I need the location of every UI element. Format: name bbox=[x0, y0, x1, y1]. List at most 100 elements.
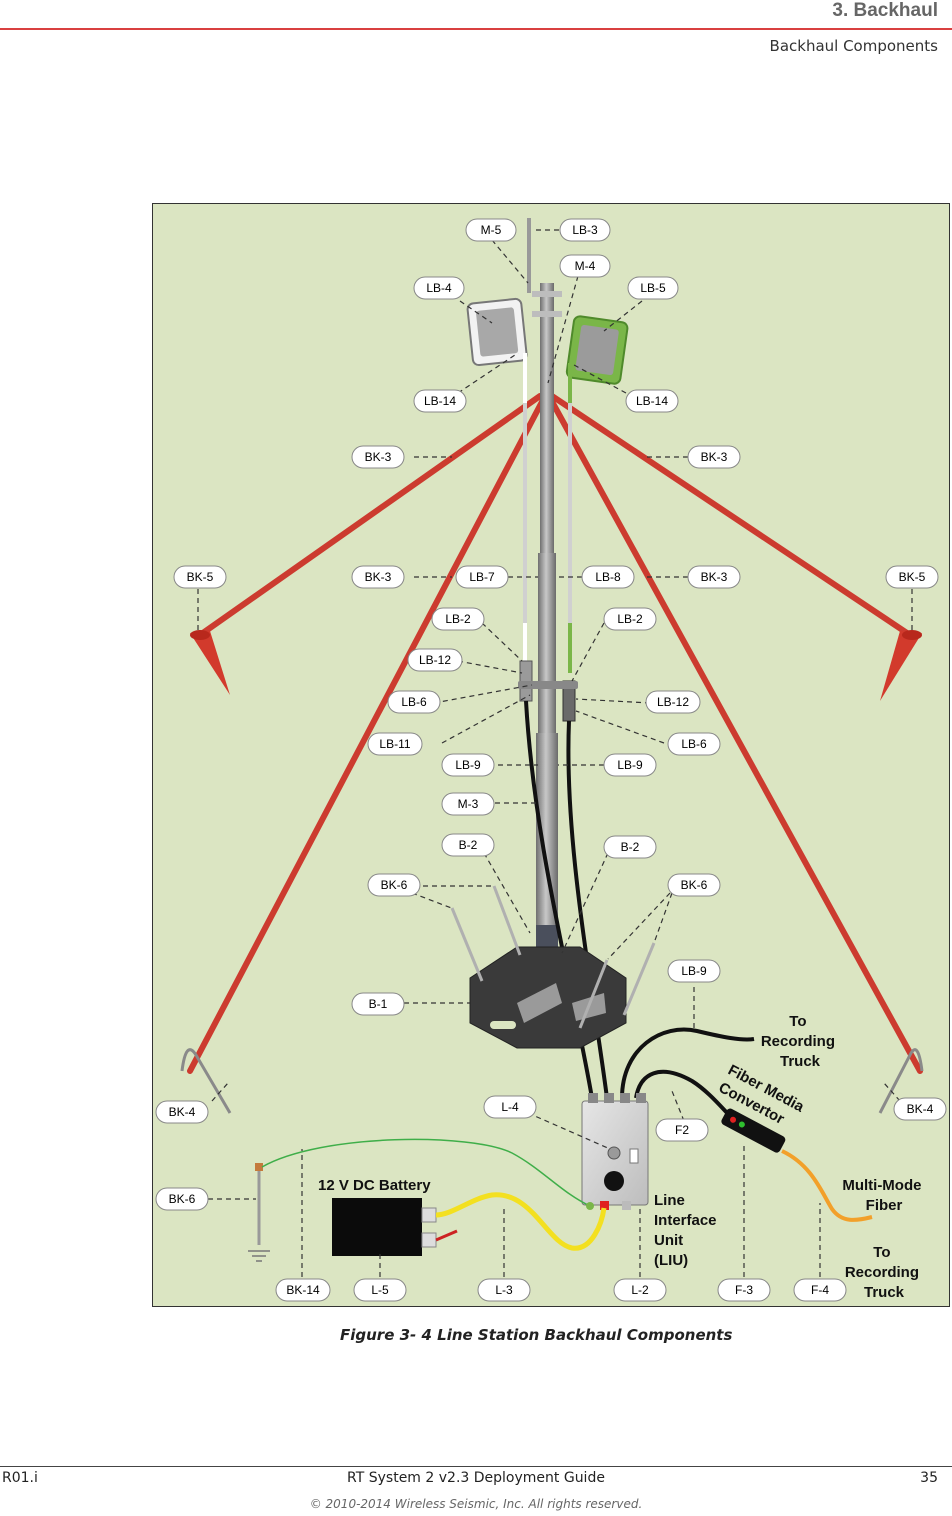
svg-text:L-3: L-3 bbox=[495, 1283, 513, 1297]
stake-right bbox=[880, 630, 922, 701]
callout-b2-right: B-2 bbox=[603, 835, 657, 859]
header-rule bbox=[0, 28, 952, 30]
svg-text:LB-14: LB-14 bbox=[424, 394, 456, 408]
callout-f3: F-3 bbox=[717, 1278, 771, 1302]
callout-lb5: LB-5 bbox=[627, 276, 679, 300]
svg-text:BK-4: BK-4 bbox=[907, 1102, 934, 1116]
multimode-fiber-cable bbox=[781, 1149, 873, 1222]
svg-text:BK-14: BK-14 bbox=[286, 1283, 320, 1297]
cable-to-convertor bbox=[634, 1070, 734, 1120]
svg-text:LB-6: LB-6 bbox=[401, 695, 427, 709]
svg-text:LB-2: LB-2 bbox=[617, 612, 643, 626]
callout-bk6-bottom: BK-6 bbox=[155, 1187, 209, 1211]
callout-bk3-mid-right: BK-3 bbox=[687, 565, 741, 589]
leader-lines bbox=[197, 229, 913, 1277]
callout-lb2-left: LB-2 bbox=[431, 607, 485, 631]
svg-text:BK-3: BK-3 bbox=[365, 570, 392, 584]
svg-text:BK-3: BK-3 bbox=[701, 570, 728, 584]
cable-to-truck bbox=[620, 1027, 755, 1099]
callout-lb6-left: LB-6 bbox=[387, 690, 441, 714]
callout-bk3-mid-left: BK-3 bbox=[351, 565, 405, 589]
svg-text:B-2: B-2 bbox=[621, 840, 640, 854]
stake-left bbox=[190, 630, 230, 695]
svg-text:BK-6: BK-6 bbox=[169, 1192, 196, 1206]
svg-text:BK-5: BK-5 bbox=[187, 570, 214, 584]
backhaul-diagram: M-5 LB-3 M-4 LB-4 LB-5 LB-14 LB-14 BK-3 … bbox=[152, 203, 950, 1307]
svg-text:LB-8: LB-8 bbox=[595, 570, 621, 584]
battery bbox=[332, 1198, 437, 1256]
figure-caption: Figure 3- 4 Line Station Backhaul Compon… bbox=[340, 1326, 733, 1344]
yellow-cable bbox=[435, 1192, 607, 1251]
guy-wire-lower-left bbox=[187, 395, 547, 1074]
callout-bk14: BK-14 bbox=[275, 1278, 331, 1302]
svg-text:BK-3: BK-3 bbox=[701, 450, 728, 464]
svg-text:B-2: B-2 bbox=[459, 838, 478, 852]
svg-text:LB-12: LB-12 bbox=[657, 695, 689, 709]
cable-black-left bbox=[524, 700, 594, 1099]
callout-lb8: LB-8 bbox=[581, 565, 635, 589]
callout-lb6-right: LB-6 bbox=[667, 732, 721, 756]
callouts: M-5 LB-3 M-4 LB-4 LB-5 LB-14 LB-14 BK-3 … bbox=[155, 218, 947, 1302]
callout-lb9-left: LB-9 bbox=[441, 753, 495, 777]
red-cable bbox=[435, 1229, 458, 1242]
svg-text:F-4: F-4 bbox=[811, 1283, 829, 1297]
callout-lb3: LB-3 bbox=[559, 218, 611, 242]
guy-wire-upper-right bbox=[549, 393, 913, 638]
guy-wires bbox=[187, 393, 923, 1074]
svg-text:L-2: L-2 bbox=[631, 1283, 649, 1297]
svg-text:LB-12: LB-12 bbox=[419, 653, 451, 667]
svg-text:M-4: M-4 bbox=[575, 259, 596, 273]
liu-label: Line Interface Unit (LIU) bbox=[654, 1192, 721, 1269]
svg-text:BK-6: BK-6 bbox=[681, 878, 708, 892]
guy-wire-lower-right bbox=[547, 395, 923, 1074]
svg-text:BK-4: BK-4 bbox=[169, 1105, 196, 1119]
svg-text:LB-4: LB-4 bbox=[426, 281, 452, 295]
svg-text:M-5: M-5 bbox=[481, 223, 502, 237]
svg-text:F2: F2 bbox=[675, 1123, 689, 1137]
guy-wire-upper-left bbox=[197, 393, 543, 638]
svg-text:F-3: F-3 bbox=[735, 1283, 753, 1297]
svg-text:LB-3: LB-3 bbox=[572, 223, 598, 237]
backhaul-figure: M-5 LB-3 M-4 LB-4 LB-5 LB-14 LB-14 BK-3 … bbox=[152, 203, 950, 1307]
callout-bk3-upper-left: BK-3 bbox=[351, 445, 405, 469]
callout-m4: M-4 bbox=[559, 254, 611, 278]
callout-lb11: LB-11 bbox=[367, 732, 423, 756]
footer-revision: R01.i bbox=[2, 1470, 38, 1486]
multimode-fiber-label: Multi-Mode Fiber bbox=[842, 1177, 925, 1214]
antenna-panel-left bbox=[466, 297, 528, 367]
callout-f4: F-4 bbox=[793, 1278, 847, 1302]
callout-lb4: LB-4 bbox=[413, 276, 465, 300]
callout-b2-left: B-2 bbox=[441, 833, 495, 857]
callout-l2: L-2 bbox=[613, 1278, 667, 1302]
callout-lb9-bottom: LB-9 bbox=[667, 959, 721, 983]
svg-text:LB-9: LB-9 bbox=[617, 758, 643, 772]
callout-m5: M-5 bbox=[465, 218, 517, 242]
callout-l3: L-3 bbox=[477, 1278, 531, 1302]
base-stakes bbox=[450, 885, 656, 1029]
svg-text:LB-7: LB-7 bbox=[469, 570, 495, 584]
mast-clamp bbox=[518, 681, 578, 689]
svg-text:L-5: L-5 bbox=[371, 1283, 389, 1297]
callout-l4: L-4 bbox=[483, 1095, 537, 1119]
ground-hook-left bbox=[180, 1048, 232, 1114]
antenna-panel-right bbox=[565, 315, 629, 385]
page-number: 35 bbox=[920, 1470, 938, 1486]
ground-wire bbox=[261, 1138, 591, 1207]
callout-lb12-left: LB-12 bbox=[407, 648, 463, 672]
callout-bk4-left: BK-4 bbox=[155, 1100, 209, 1124]
chapter-title: 3. Backhaul bbox=[832, 0, 938, 21]
svg-text:M-3: M-3 bbox=[458, 797, 479, 811]
callout-bk5-left: BK-5 bbox=[173, 565, 227, 589]
svg-text:LB-2: LB-2 bbox=[445, 612, 471, 626]
callout-lb14-right: LB-14 bbox=[625, 389, 679, 413]
svg-text:BK-5: BK-5 bbox=[899, 570, 926, 584]
copyright: © 2010-2014 Wireless Seismic, Inc. All r… bbox=[309, 1497, 643, 1511]
mast-base bbox=[469, 946, 627, 1049]
to-recording-truck-2: To Recording Truck bbox=[845, 1244, 923, 1301]
fiber-media-convertor bbox=[721, 1108, 786, 1153]
callout-bk6-left: BK-6 bbox=[367, 873, 421, 897]
callout-b1: B-1 bbox=[351, 992, 405, 1016]
svg-text:LB-14: LB-14 bbox=[636, 394, 668, 408]
svg-text:LB-9: LB-9 bbox=[681, 964, 707, 978]
callout-l5: L-5 bbox=[353, 1278, 407, 1302]
